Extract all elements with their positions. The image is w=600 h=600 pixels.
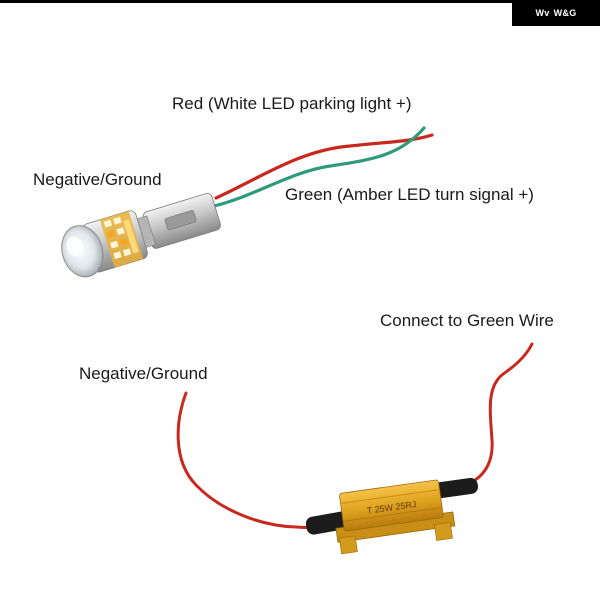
led-bulb [61,126,434,278]
positive-wire [456,342,534,488]
label-red-wire: Red (White LED parking light +) [172,94,412,113]
label-negative-ground-resistor: Negative/Ground [79,364,208,383]
led-band [99,210,144,268]
red-wire [214,133,434,200]
load-resistor: T 25W 25RJ [176,342,534,555]
brand-logo: Wv W&G [512,0,600,26]
label-connect-green: Connect to Green Wire [380,311,554,330]
green-wire [212,126,426,208]
negative-wire [176,391,330,530]
label-negative-ground-bulb: Negative/Ground [33,170,162,189]
top-border [0,0,600,3]
brand-mark-icon: Wv [535,8,550,18]
label-green-wire: Green (Amber LED turn signal +) [285,185,534,204]
brand-logo-text: W&G [553,8,577,18]
